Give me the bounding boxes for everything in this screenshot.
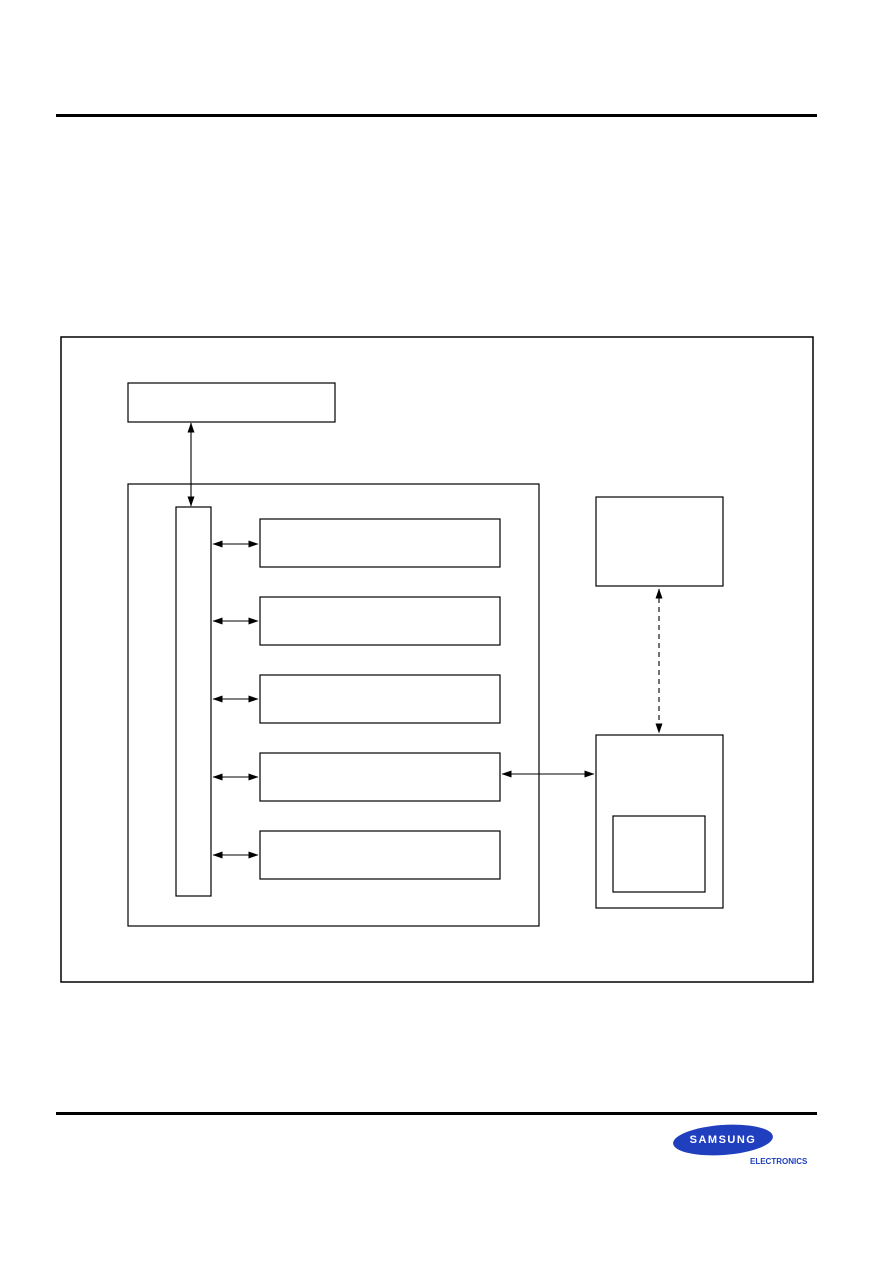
logo-wordmark: SAMSUNG (689, 1134, 757, 1146)
right-upper-block (595, 496, 724, 587)
logo-oval-shape (673, 1124, 773, 1156)
vertical-bus (175, 506, 212, 897)
module-2 (259, 596, 501, 646)
module-5 (259, 830, 501, 880)
module-3 (259, 674, 501, 724)
right-lower-block (595, 734, 724, 909)
outer-frame (60, 336, 814, 983)
inner-container (127, 483, 540, 927)
samsung-logo: SAMSUNG ELECTRONICS (668, 1120, 818, 1170)
logo-subtitle: ELECTRONICS (750, 1157, 808, 1166)
module-4 (259, 752, 501, 802)
header-rule (56, 114, 817, 117)
footer-rule (56, 1112, 817, 1115)
top-block (127, 382, 336, 423)
module-1 (259, 518, 501, 568)
right-lower-inner-block (612, 815, 706, 893)
